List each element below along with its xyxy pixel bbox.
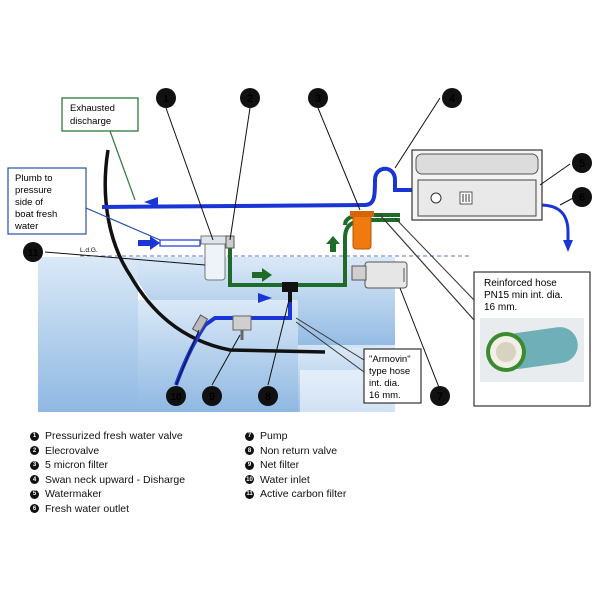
legend-item: 2 Elecrovalve <box>30 444 185 459</box>
legend-number-badge: 3 <box>30 460 39 470</box>
exhausted-discharge-box <box>61 97 139 132</box>
legend-text: Fresh water outlet <box>45 502 130 515</box>
legend-number-badge: 11 <box>245 489 254 499</box>
legend-text: Water inlet <box>260 473 310 486</box>
callout-marker-7: 7 <box>430 386 450 406</box>
legend-number-badge: 5 <box>30 489 39 499</box>
callout-marker-10: 10 <box>166 386 186 406</box>
plumb-label: Plumb to pressure side of boat fresh wat… <box>14 173 60 232</box>
callout-marker-9: 9 <box>202 386 222 406</box>
flow-arrow-up <box>326 236 340 252</box>
callout-marker-1: 1 <box>156 88 176 108</box>
callout-marker-4: 4 <box>442 88 462 108</box>
electrovalve <box>225 235 235 249</box>
exhausted-discharge-leader <box>109 130 136 201</box>
carbon-filter-cap <box>200 235 230 245</box>
legend-number-badge: 6 <box>30 504 39 514</box>
legend-item: 9 Net filter <box>245 458 346 473</box>
legend-text: Pressurized fresh water valve <box>45 430 183 443</box>
legend-item: 6 Fresh water outlet <box>30 502 185 517</box>
exhausted-discharge-label: Exhausted discharge <box>70 103 118 127</box>
callout-marker-8: 8 <box>258 386 278 406</box>
non-return-valve <box>282 282 298 292</box>
armovin-leader-2 <box>295 321 365 373</box>
legend-number-badge: 7 <box>245 431 254 441</box>
pump-head <box>351 265 367 281</box>
legend-item: 1 Pressurized fresh water valve <box>30 429 185 444</box>
callout-leaders <box>44 97 576 391</box>
legend-column-right: 7 Pump 8 Non return valve 9 Net filter 10 Wa… <box>245 429 346 502</box>
svg-text:11: 11 <box>28 248 39 259</box>
flow-arrow-right <box>252 268 272 282</box>
legend-number-badge: 4 <box>30 475 39 485</box>
reinforced-hose-label: Reinforced hose PN15 min int. dia. 16 mm… <box>484 278 566 313</box>
legend-text: Elecrovalve <box>45 444 100 457</box>
sea-water-below <box>38 257 138 412</box>
armovin-hose-label: "Armovin" type hose int. dia. 16 mm. <box>369 354 413 401</box>
legend-text: Pump <box>260 430 288 443</box>
legend-item: 3 5 micron filter <box>30 458 185 473</box>
micron-filter <box>352 214 372 250</box>
legend-text: Active carbon filter <box>260 488 347 501</box>
legend-number-badge: 9 <box>245 460 254 470</box>
watermaker-membrane <box>415 153 539 175</box>
legend-text: Non return valve <box>260 444 338 457</box>
legend-item: 11 Active carbon filter <box>245 487 346 502</box>
legend-item: 4 Swan neck upward - Disharge <box>30 473 185 488</box>
reinforced-hose-photo <box>480 318 584 382</box>
pump-body <box>364 261 408 289</box>
svg-text:4: 4 <box>449 93 456 105</box>
discharge-arrow <box>144 197 158 207</box>
legend-item: 10 Water inlet <box>245 473 346 488</box>
callout-marker-11: 11 <box>23 242 43 262</box>
fresh-water-outlet-hose <box>539 203 570 240</box>
legend-text: 5 micron filter <box>45 459 109 472</box>
callout-marker-6: 6 <box>572 187 592 207</box>
inlet-arrow <box>258 293 272 303</box>
legend-item: 7 Pump <box>245 429 346 444</box>
armovin-hose-box <box>363 348 422 404</box>
svg-text:2: 2 <box>247 93 253 105</box>
legend-text: Net filter <box>260 459 300 472</box>
armovin-leader-1 <box>295 317 365 361</box>
legend-number-badge: 10 <box>245 475 254 485</box>
water-inlet <box>191 314 209 334</box>
legend: 1 Pressurized fresh water valve 2 Elecrova… <box>30 429 590 519</box>
watermaker-gauge <box>430 192 442 204</box>
svg-text:3: 3 <box>315 93 321 105</box>
net-filter <box>232 315 252 331</box>
reinforced-hose-leader-2 <box>394 217 475 301</box>
legend-item: 8 Non return valve <box>245 444 346 459</box>
waterline-label: L.d.G. <box>80 247 98 254</box>
svg-text:10: 10 <box>170 392 182 403</box>
pressurized-pipe <box>159 239 201 247</box>
outlet-arrow <box>563 240 573 252</box>
svg-text:1: 1 <box>163 93 169 105</box>
callout-marker-2: 2 <box>240 88 260 108</box>
discharge-hose <box>101 166 418 209</box>
legend-text: Swan neck upward - Disharge <box>45 473 186 486</box>
callout-marker-5: 5 <box>572 153 592 173</box>
legend-item: 5 Watermaker <box>30 487 185 502</box>
legend-number-badge: 8 <box>245 446 254 456</box>
legend-column-left: 1 Pressurized fresh water valve 2 Elecrova… <box>30 429 185 516</box>
svg-text:6: 6 <box>579 192 585 204</box>
svg-text:9: 9 <box>209 391 215 403</box>
carbon-filter-body <box>204 239 226 281</box>
plumb-box <box>7 167 87 235</box>
legend-text: Watermaker <box>45 488 102 501</box>
callout-marker-3: 3 <box>308 88 328 108</box>
plumb-leader <box>85 207 161 241</box>
svg-text:7: 7 <box>437 391 443 403</box>
svg-text:5: 5 <box>579 158 585 170</box>
legend-number-badge: 2 <box>30 446 39 456</box>
svg-text:8: 8 <box>265 391 271 403</box>
legend-number-badge: 1 <box>30 431 39 441</box>
reinforced-hose-leader-1 <box>379 214 475 321</box>
pressurized-arrow <box>138 236 160 250</box>
